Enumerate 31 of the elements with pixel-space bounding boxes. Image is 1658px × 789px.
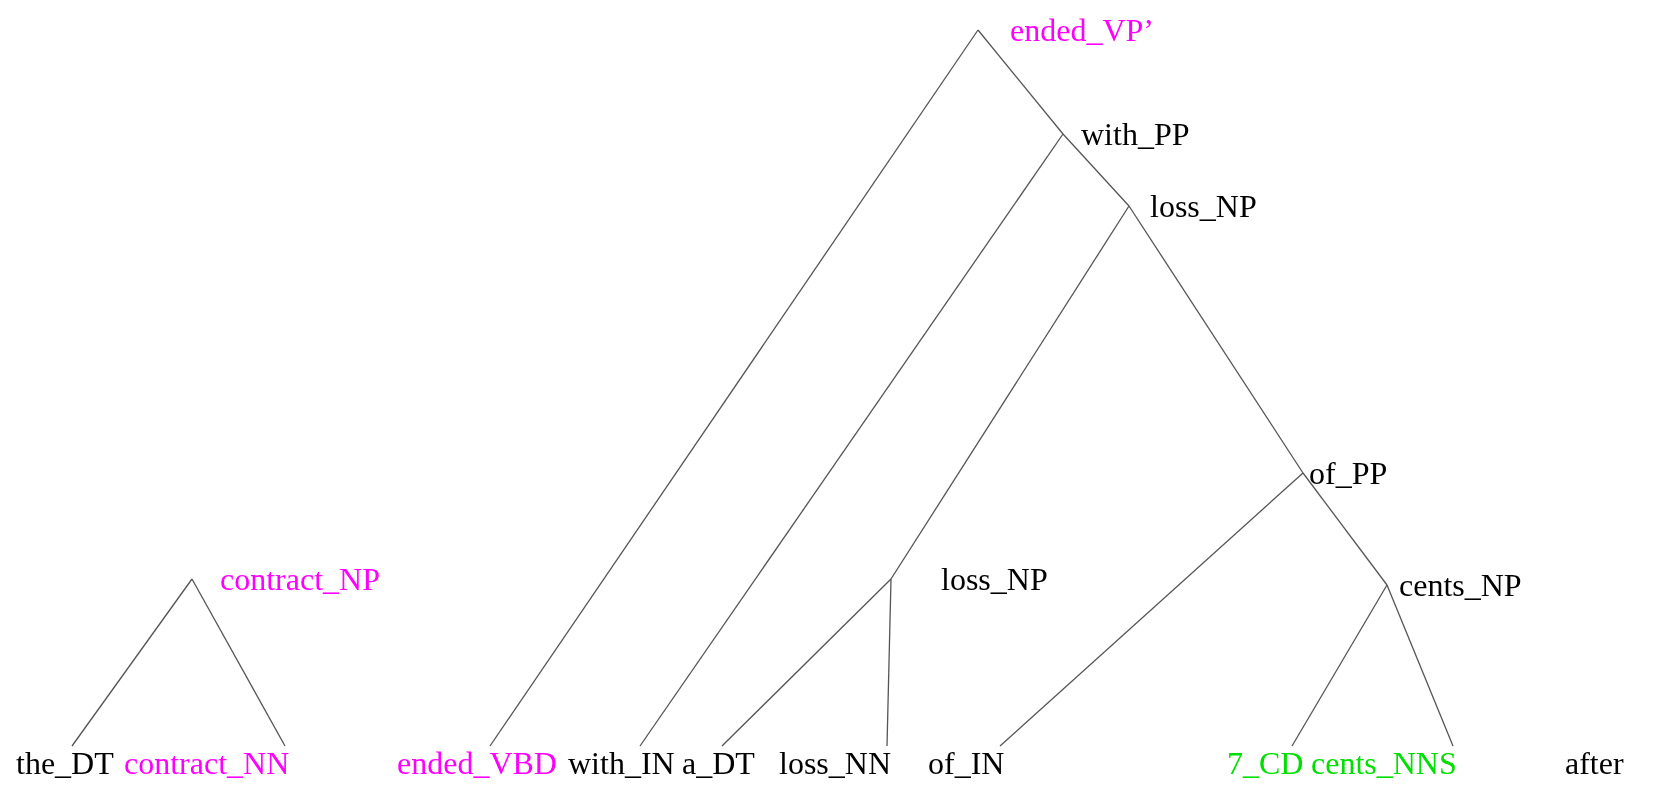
- phrase-label: loss_NP: [891, 560, 1048, 598]
- tree-branch-line: [1302, 472, 1388, 586]
- word-label: contract_NN: [124, 744, 290, 782]
- phrase-label: with_PP: [1063, 115, 1190, 153]
- word-label: a_DT: [682, 744, 755, 782]
- tree-branch-line: [886, 578, 892, 747]
- tree-branch-line: [489, 29, 979, 747]
- tree-branch-line: [1291, 584, 1388, 747]
- phrase-label: loss_NP: [1129, 187, 1257, 225]
- tree-branch-line: [890, 205, 1130, 580]
- tree-branch-line: [1386, 584, 1454, 747]
- phrase-label: cents_NP: [1387, 566, 1522, 604]
- tree-branch-line: [1062, 133, 1130, 207]
- word-label: with_IN: [568, 744, 675, 782]
- word-label: the_DT: [16, 744, 114, 782]
- phrase-label: contract_NP: [192, 560, 380, 598]
- word-label: of_IN: [928, 744, 1005, 782]
- tree-branch-line: [1128, 205, 1304, 474]
- phrase-label: ended_VP’: [978, 11, 1154, 49]
- tree-branch-line: [999, 472, 1304, 747]
- word-label: loss_NN: [779, 744, 891, 782]
- tree-branch-line: [71, 578, 193, 747]
- word-label: ended_VBD: [397, 744, 557, 782]
- tree-branch-line: [977, 29, 1064, 135]
- word-label: after: [1565, 744, 1624, 782]
- word-label: 7_CD: [1227, 744, 1304, 782]
- tree-branch-line: [639, 133, 1064, 747]
- tree-branch-line: [191, 578, 286, 747]
- word-label: cents_NNS: [1311, 744, 1457, 782]
- phrase-label: of_PP: [1303, 454, 1388, 492]
- tree-branch-line: [721, 578, 892, 747]
